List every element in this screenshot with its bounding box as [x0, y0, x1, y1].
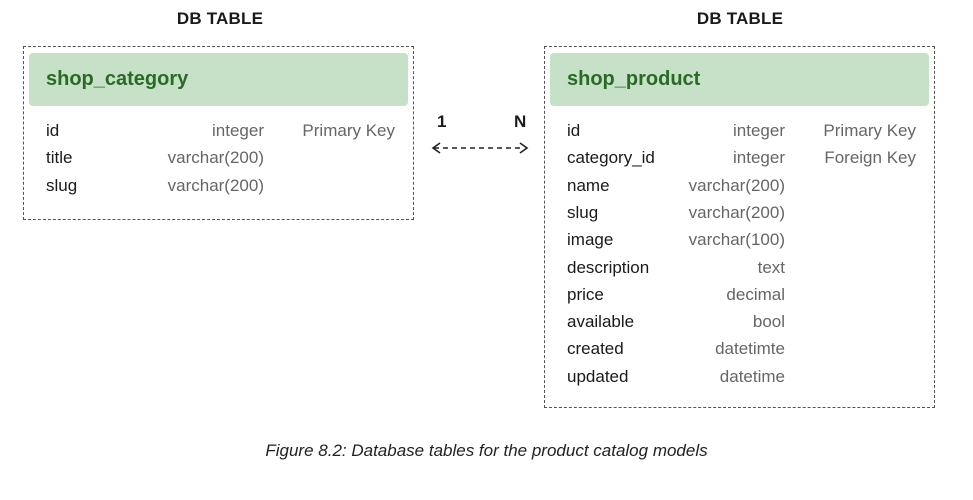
field-row: price decimal — [545, 285, 934, 312]
field-name: updated — [567, 366, 629, 386]
field-row: description text — [545, 258, 934, 285]
field-name: slug — [46, 175, 78, 195]
table-title-shop-category: shop_category — [29, 53, 408, 106]
field-type: text — [757, 257, 785, 277]
field-name: created — [567, 339, 624, 359]
relation-arrow — [431, 142, 529, 154]
figure-caption: Figure 8.2: Database tables for the prod… — [265, 441, 708, 460]
field-name: id — [46, 121, 60, 140]
field-type: integer — [733, 148, 785, 168]
field-key: Primary Key — [823, 121, 916, 140]
field-name: price — [567, 284, 604, 304]
field-type: varchar(200) — [688, 202, 785, 222]
field-type: integer — [212, 121, 264, 140]
table-shop-category: shop_category id integer Primary Key title v… — [23, 46, 414, 220]
field-row: image varchar(100) — [545, 230, 934, 257]
table-heading-product: DB TABLE — [696, 9, 784, 28]
field-name: available — [567, 312, 635, 332]
field-row: name varchar(200) — [545, 176, 934, 203]
field-type: varchar(100) — [688, 230, 785, 250]
field-name: slug — [567, 202, 599, 222]
field-row: created datetimte — [545, 339, 934, 366]
field-name: name — [567, 175, 610, 195]
arrowhead-right-icon — [519, 142, 529, 154]
field-name: image — [567, 230, 614, 250]
table-heading-category: DB TABLE — [176, 9, 264, 28]
field-type: datetime — [719, 366, 785, 386]
field-type: varchar(200) — [167, 175, 264, 195]
field-name: id — [567, 121, 581, 140]
field-name: category_id — [567, 148, 655, 168]
arrowhead-left-icon — [431, 142, 441, 154]
relation-one-label: 1 — [437, 112, 447, 131]
field-row: category_id integer Foreign Key — [545, 148, 934, 175]
field-name: title — [46, 148, 73, 168]
field-type: decimal — [726, 284, 785, 304]
field-row: title varchar(200) — [24, 148, 413, 175]
field-key: Foreign Key — [824, 148, 916, 168]
field-row: slug varchar(200) — [24, 176, 413, 203]
field-key: Primary Key — [302, 121, 395, 140]
field-row: available bool — [545, 312, 934, 339]
field-row: id integer Primary Key — [545, 121, 934, 148]
field-row: id integer Primary Key — [24, 121, 413, 148]
field-row: slug varchar(200) — [545, 203, 934, 230]
relation-many-label: N — [514, 112, 527, 131]
field-type: varchar(200) — [688, 175, 785, 195]
table-title-shop-product: shop_product — [550, 53, 929, 106]
field-type: datetimte — [715, 339, 785, 359]
field-type: varchar(200) — [167, 148, 264, 168]
field-type: integer — [733, 121, 785, 140]
table-shop-product: shop_product id integer Primary Key categor… — [544, 46, 935, 408]
field-row: updated datetime — [545, 367, 934, 394]
field-type: bool — [752, 312, 785, 332]
field-name: description — [567, 257, 650, 277]
